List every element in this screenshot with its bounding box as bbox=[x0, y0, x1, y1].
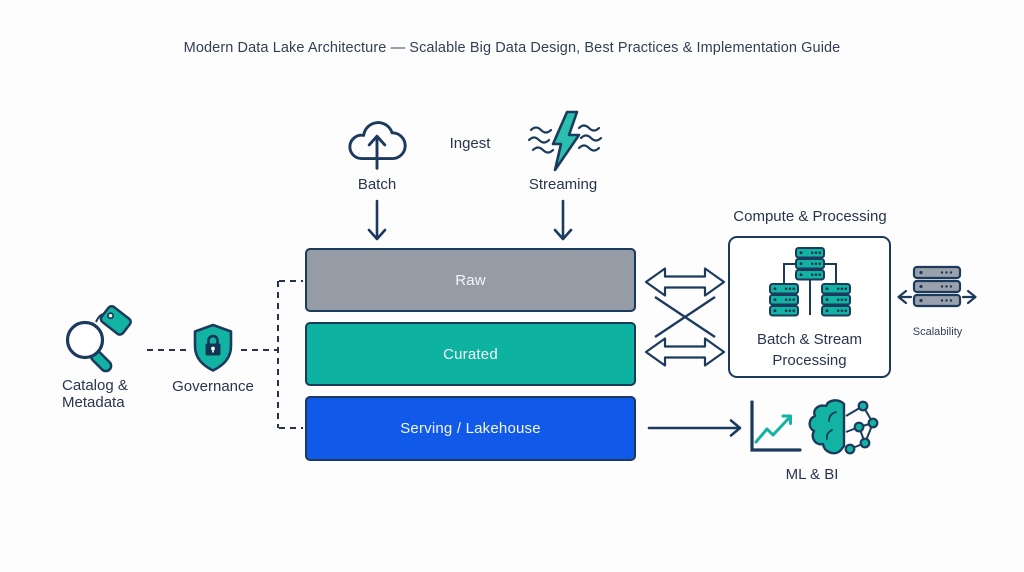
brain-network-icon bbox=[808, 399, 879, 455]
lightning-waves-icon bbox=[527, 110, 603, 172]
layer-curated: Curated bbox=[305, 322, 636, 386]
layer-raw: Raw bbox=[305, 248, 636, 312]
streaming-label: Streaming bbox=[528, 176, 598, 193]
batch-label: Batch bbox=[357, 176, 397, 193]
catalog-label-line1: Catalog & bbox=[62, 377, 128, 394]
compute-label-line1: Batch & Stream bbox=[756, 331, 863, 348]
magnifier-tag-icon bbox=[65, 304, 132, 373]
scalability-label: Scalability bbox=[912, 326, 963, 338]
catalog-metadata-label: Catalog & Metadata bbox=[62, 377, 128, 411]
layer-serving: Serving / Lakehouse bbox=[305, 396, 636, 461]
governance-label: Governance bbox=[172, 378, 254, 395]
cloud-upload-icon bbox=[348, 121, 407, 170]
line-chart-icon bbox=[750, 400, 802, 452]
layer-raw-label: Raw bbox=[455, 271, 486, 289]
server-cluster-icon bbox=[768, 247, 851, 317]
compute-label-line2: Processing bbox=[772, 352, 847, 369]
ingest-label: Ingest bbox=[449, 135, 491, 152]
compute-box: Batch & Stream Processing bbox=[728, 236, 891, 378]
server-stack-arrows-icon bbox=[912, 265, 962, 308]
layer-serving-label: Serving / Lakehouse bbox=[400, 420, 541, 437]
ml-bi-label: ML & BI bbox=[785, 466, 839, 483]
shield-lock-icon bbox=[193, 323, 233, 372]
layer-curated-label: Curated bbox=[443, 345, 498, 363]
catalog-label-line2: Metadata bbox=[62, 394, 125, 411]
compute-title: Compute & Processing bbox=[733, 208, 887, 225]
page-title: Modern Data Lake Architecture — Scalable… bbox=[183, 40, 841, 56]
